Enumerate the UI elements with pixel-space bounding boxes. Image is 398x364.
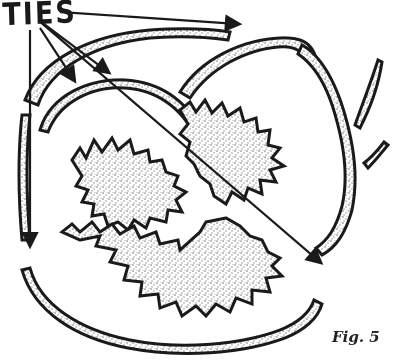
jagged-blob-bottom <box>62 218 282 316</box>
right-dagger-bottom <box>364 142 388 168</box>
jagged-blob-top <box>180 100 284 204</box>
outer-ring-top-left <box>25 29 230 105</box>
ties-label: TIES <box>2 0 77 31</box>
figure-caption: Fig. 5 <box>332 330 380 345</box>
right-band <box>298 45 355 255</box>
jagged-blob-left <box>72 138 186 230</box>
right-dagger-top <box>355 60 382 128</box>
tie-arrow-diagonal-long <box>38 20 320 262</box>
tie-arrow-top <box>60 12 238 24</box>
top-band <box>180 38 315 98</box>
left-strip <box>19 115 30 240</box>
